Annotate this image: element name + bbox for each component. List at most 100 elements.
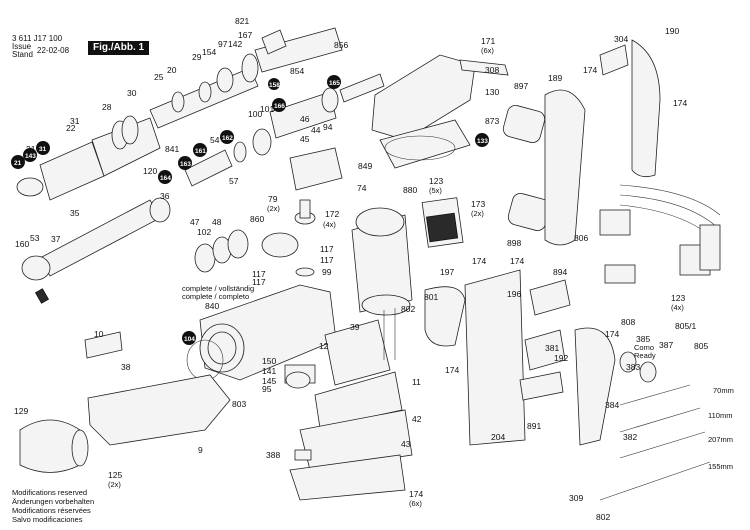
badge-143: 143	[23, 148, 37, 162]
label-189: 189	[548, 73, 562, 83]
service-indicator	[619, 351, 657, 383]
badge-104: 104	[182, 331, 196, 345]
label-79-qty: (2x)	[267, 204, 280, 213]
label-28: 28	[102, 102, 112, 112]
cable-ties	[599, 384, 711, 501]
label-45: 45	[300, 134, 310, 144]
label-197: 197	[440, 267, 454, 277]
label-9: 9	[198, 445, 203, 455]
main-housing	[464, 269, 616, 446]
svg-text:31: 31	[39, 146, 47, 153]
label-174-g: 174	[605, 329, 619, 339]
label-11: 11	[412, 377, 421, 387]
label-808: 808	[621, 317, 635, 327]
label-805-1: 805/1	[675, 321, 697, 331]
svg-text:21: 21	[14, 160, 22, 167]
badge-163: 163	[178, 156, 192, 170]
label-99: 99	[322, 267, 332, 277]
label-37: 37	[51, 234, 61, 244]
label-192: 192	[554, 353, 568, 363]
label-174-c-qty: (6x)	[409, 499, 422, 508]
label-174-f: 174	[445, 365, 459, 375]
label-100: 100	[248, 109, 262, 119]
badge-133: 133	[475, 133, 489, 147]
label-854: 854	[290, 66, 304, 76]
svg-text:158: 158	[269, 82, 280, 89]
label-898: 898	[507, 238, 521, 248]
label-207mm: 207mm	[708, 435, 733, 444]
label-10: 10	[94, 329, 104, 339]
label-110mm: 110mm	[708, 411, 732, 420]
label-117-d: 117	[252, 277, 266, 287]
label-95: 95	[262, 384, 272, 394]
label-como: Como	[634, 343, 654, 352]
label-174-c: 174	[409, 489, 423, 499]
label-70mm: 70mm	[713, 386, 734, 395]
label-806: 806	[574, 233, 588, 243]
label-160: 160	[15, 239, 29, 249]
label-53: 53	[30, 233, 40, 243]
label-36: 36	[160, 191, 170, 201]
label-891: 891	[527, 421, 541, 431]
label-173: 173	[471, 199, 485, 209]
figure-title: Fig./Abb. 1	[88, 41, 150, 55]
label-125-qty: (2x)	[108, 480, 121, 489]
issue-date: 22-02-08	[37, 46, 70, 55]
rear-handle	[544, 39, 661, 246]
svg-text:166: 166	[274, 103, 285, 110]
label-174-e: 174	[510, 256, 524, 266]
label-125: 125	[108, 470, 122, 480]
label-204: 204	[491, 432, 505, 442]
label-802-a: 802	[401, 304, 415, 314]
label-880: 880	[403, 185, 417, 195]
gear-set	[194, 199, 316, 277]
label-383: 383	[626, 362, 640, 372]
tool-holder-assembly	[16, 27, 343, 201]
label-308: 308	[485, 65, 499, 75]
label-841: 841	[165, 144, 179, 154]
top-cover	[371, 54, 509, 169]
label-388: 388	[266, 450, 280, 460]
label-196: 196	[507, 289, 521, 299]
modification-notes: Modifications reserved Änderungen vorbeh…	[12, 488, 94, 524]
part-number: 3 611 J17 100	[12, 34, 63, 43]
label-101: 101	[260, 104, 274, 114]
label-117-c: 117	[252, 269, 266, 279]
label-117-b: 117	[320, 255, 334, 265]
electronics-board	[421, 197, 464, 248]
badge-161: 161	[193, 143, 207, 157]
label-43: 43	[401, 439, 411, 449]
label-20: 20	[167, 65, 177, 75]
label-381: 381	[545, 343, 559, 353]
note-de: Änderungen vorbehalten	[12, 497, 95, 506]
label-38: 38	[121, 362, 131, 372]
label-840: 840	[205, 301, 219, 311]
label-94: 94	[323, 122, 333, 132]
badge-21: 21	[11, 155, 25, 169]
label-29: 29	[192, 52, 202, 62]
label-171-qty: (6x)	[481, 46, 494, 55]
label-805: 805	[694, 341, 708, 351]
badge-31: 31	[36, 141, 50, 155]
label-154: 154	[202, 47, 216, 57]
label-142: 142	[228, 39, 242, 49]
label-30: 30	[127, 88, 137, 98]
label-172: 172	[325, 209, 339, 219]
svg-text:165: 165	[329, 80, 340, 87]
label-31: 31	[70, 116, 80, 126]
label-155mm: 155mm	[708, 462, 733, 471]
gear-housing	[186, 284, 337, 381]
label-47: 47	[190, 217, 200, 227]
badge-158: 158	[268, 78, 280, 90]
label-849: 849	[358, 161, 372, 171]
note-en: Modifications reserved	[12, 488, 88, 497]
part-labels: 821 167 97 142 154 29 20 25 30 28 31 22 …	[14, 16, 734, 522]
label-894: 894	[553, 267, 567, 277]
svg-text:143: 143	[25, 153, 36, 160]
label-801: 801	[424, 292, 438, 302]
label-382: 382	[623, 432, 637, 442]
label-ready: Ready	[634, 351, 656, 360]
label-384: 384	[605, 400, 619, 410]
label-44: 44	[311, 125, 321, 135]
label-123-b: 123	[671, 293, 685, 303]
